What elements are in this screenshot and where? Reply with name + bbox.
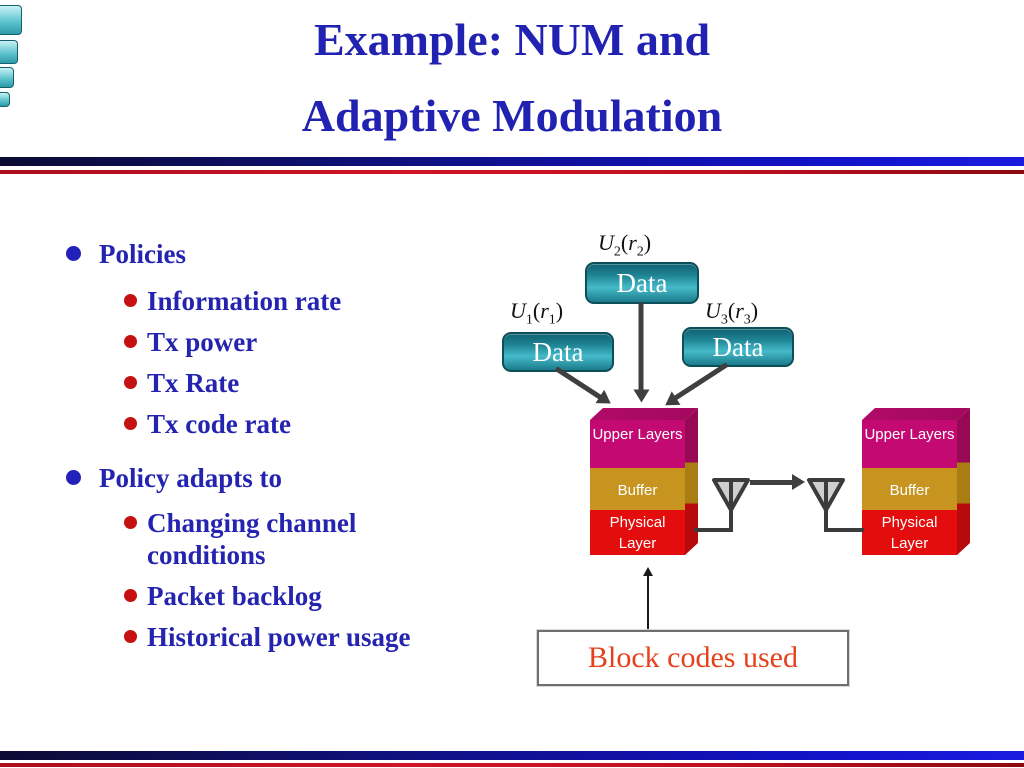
utility-arg: r bbox=[628, 230, 637, 255]
utility-sub: 3 bbox=[720, 312, 728, 328]
bullet-item-tx-code-rate: Tx code rate bbox=[124, 408, 291, 440]
bullet-item-label: Historical power usage bbox=[147, 622, 411, 652]
data-box-center: Data bbox=[585, 262, 699, 304]
utility-sub: 3 bbox=[743, 312, 751, 328]
utility-arg: r bbox=[540, 298, 549, 323]
utility-fn: U bbox=[510, 298, 526, 323]
down-arrow-icon bbox=[638, 302, 644, 391]
utility-label-u3: U3(r3) bbox=[705, 298, 758, 328]
bullet-item-tx-rate: Tx Rate bbox=[124, 367, 239, 399]
bullet-heading-label: Policy adapts to bbox=[99, 463, 283, 493]
up-arrow-icon bbox=[647, 576, 649, 630]
utility-sub: 2 bbox=[613, 244, 621, 260]
antenna-icon bbox=[807, 478, 845, 532]
layer-buffer bbox=[862, 468, 957, 510]
stack-top-face bbox=[590, 408, 698, 420]
bullet-item-label: Tx power bbox=[147, 327, 258, 357]
bullet-icon bbox=[124, 335, 137, 348]
layer-label-upper: Upper Layers bbox=[864, 426, 955, 443]
bullet-icon bbox=[66, 470, 81, 485]
utility-arg: r bbox=[735, 298, 744, 323]
annotation-label: Block codes used bbox=[588, 641, 798, 674]
annotation-box: Block codes used bbox=[537, 630, 849, 686]
bullet-item-label: Packet backlog bbox=[147, 581, 322, 611]
bullet-icon bbox=[124, 417, 137, 430]
utility-fn: U bbox=[705, 298, 721, 323]
bullet-item-tx-power: Tx power bbox=[124, 326, 257, 358]
slide-title: Example: NUM and Adaptive Modulation bbox=[0, 2, 1024, 154]
slide-decoration-tab bbox=[0, 40, 18, 64]
bullet-heading-policy-adapts: Policy adapts to bbox=[66, 462, 282, 494]
bullet-icon bbox=[124, 630, 137, 643]
bottom-divider-red bbox=[0, 763, 1024, 767]
antenna-icon bbox=[712, 478, 750, 532]
data-box-label: Data bbox=[616, 267, 668, 298]
slide-decoration-tab bbox=[0, 92, 10, 107]
bullet-item-label: Changing channel conditions bbox=[147, 508, 357, 570]
bullet-item-changing-channel: Changing channel conditions bbox=[124, 507, 424, 571]
protocol-stack-left bbox=[590, 420, 685, 555]
data-box-left: Data bbox=[502, 332, 614, 372]
utility-paren: ) bbox=[555, 298, 564, 323]
data-box-label: Data bbox=[712, 331, 764, 362]
bullet-icon bbox=[124, 589, 137, 602]
layer-label-buffer: Buffer bbox=[617, 482, 658, 499]
utility-paren: ( bbox=[532, 298, 541, 323]
layer-buffer bbox=[590, 468, 685, 510]
utility-paren: ( bbox=[727, 298, 736, 323]
utility-paren: ( bbox=[620, 230, 629, 255]
bullet-item-packet-backlog: Packet backlog bbox=[124, 580, 322, 612]
utility-sub: 1 bbox=[548, 312, 556, 328]
utility-label-u2: U2(r2) bbox=[598, 230, 651, 260]
layer-label-upper: Upper Layers bbox=[592, 426, 683, 443]
layer-upper bbox=[590, 420, 685, 468]
top-divider-red bbox=[0, 170, 1024, 174]
bottom-divider-blue bbox=[0, 751, 1024, 760]
bullet-item-information-rate: Information rate bbox=[124, 285, 341, 317]
slide-title-line1: Example: NUM and bbox=[313, 14, 711, 65]
bullet-icon bbox=[124, 294, 137, 307]
layer-physical bbox=[862, 510, 957, 555]
stack-top-face bbox=[862, 408, 970, 420]
bullet-item-label: Tx code rate bbox=[147, 409, 291, 439]
utility-paren: ) bbox=[750, 298, 759, 323]
bullet-icon bbox=[66, 246, 81, 261]
slide-decoration-tab bbox=[0, 67, 14, 88]
bullet-icon bbox=[124, 376, 137, 389]
bullet-icon bbox=[124, 516, 137, 529]
antenna-feed-line bbox=[824, 528, 864, 532]
utility-fn: U bbox=[598, 230, 614, 255]
data-box-label: Data bbox=[532, 336, 584, 367]
bullet-item-label: Information rate bbox=[147, 286, 342, 316]
utility-sub: 2 bbox=[636, 244, 644, 260]
utility-label-u1: U1(r1) bbox=[510, 298, 563, 328]
utility-sub: 1 bbox=[525, 312, 533, 328]
data-box-right: Data bbox=[682, 327, 794, 367]
layer-label-physical: Physical Layer bbox=[881, 514, 938, 552]
bullet-heading-label: Policies bbox=[99, 239, 186, 269]
stack-side-face bbox=[957, 408, 970, 555]
transmit-arrow-icon bbox=[750, 474, 805, 490]
layer-physical bbox=[590, 510, 685, 555]
antenna-feed-line bbox=[694, 528, 732, 532]
utility-paren: ) bbox=[643, 230, 652, 255]
bullet-heading-policies: Policies bbox=[66, 238, 186, 270]
top-divider-blue bbox=[0, 157, 1024, 166]
protocol-stack-right bbox=[862, 420, 957, 555]
slide-title-line2: Adaptive Modulation bbox=[301, 90, 723, 141]
bullet-item-label: Tx Rate bbox=[147, 368, 240, 398]
layer-upper bbox=[862, 420, 957, 468]
layer-label-physical: Physical Layer bbox=[609, 514, 666, 552]
bullet-item-historical-power: Historical power usage bbox=[124, 621, 410, 653]
slide-decoration-tab bbox=[0, 5, 22, 35]
stack-side-face bbox=[685, 408, 698, 555]
layer-label-buffer: Buffer bbox=[889, 482, 930, 499]
down-arrow-icon bbox=[673, 362, 729, 401]
